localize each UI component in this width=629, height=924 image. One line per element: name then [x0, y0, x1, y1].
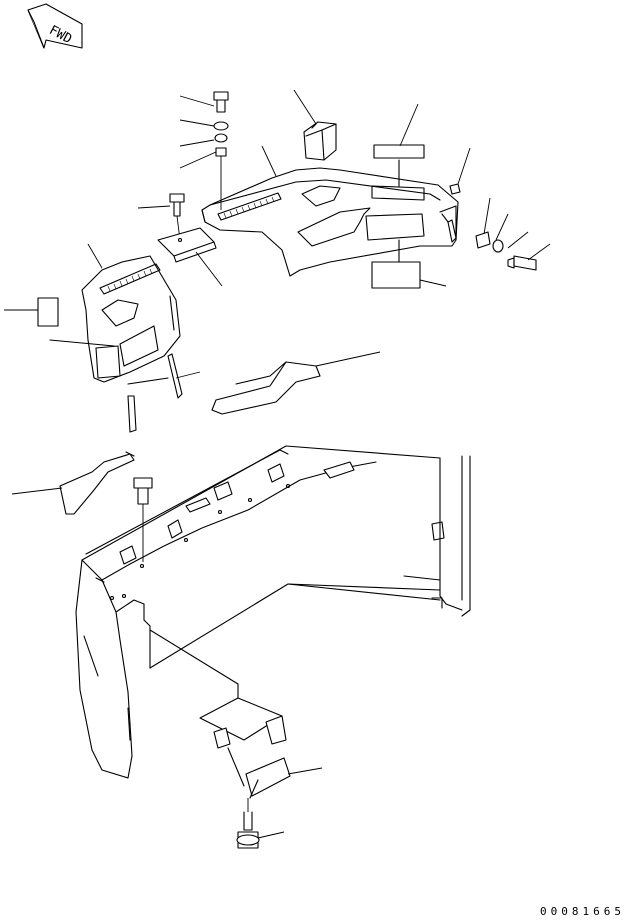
leader-lines: [4, 89, 551, 839]
bolt-stack: [213, 91, 229, 210]
bracket-plate: [157, 227, 217, 263]
bolt-bottom: [236, 798, 260, 849]
bolt-mid: [133, 477, 153, 562]
label-stickers: [371, 144, 425, 289]
brace-bar-lower: [59, 451, 135, 515]
fwd-arrow-icon: FWD: [27, 3, 83, 49]
cap-part: [303, 121, 337, 161]
strip-part: [127, 353, 183, 433]
upper-cover-panel: [201, 167, 459, 277]
main-frame: [75, 445, 471, 779]
left-cover-panel: [37, 255, 181, 383]
bottom-plate: [149, 629, 291, 799]
right-hardware: [449, 183, 537, 271]
brace-bar-upper: [211, 361, 321, 415]
drawing-number: 00081665: [540, 905, 625, 918]
